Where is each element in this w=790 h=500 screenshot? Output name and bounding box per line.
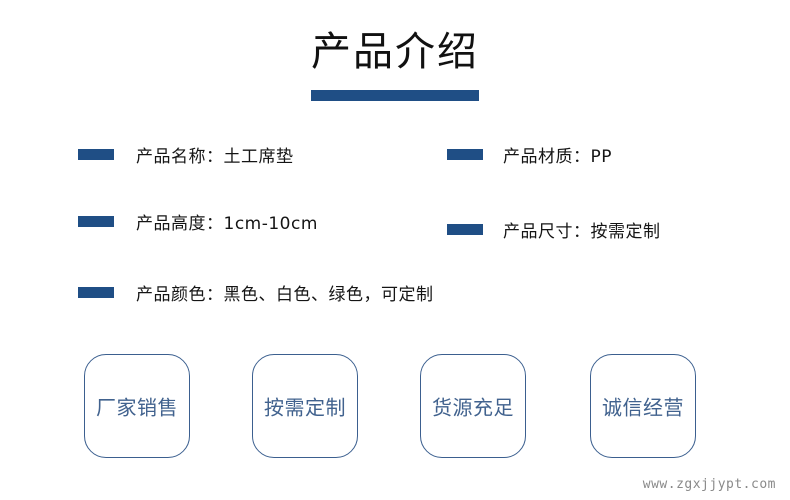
dash-marker-icon [447, 149, 483, 160]
feature-badge-custom-on-demand: 按需定制 [252, 354, 358, 458]
dash-marker-icon [447, 224, 483, 235]
spec-label-product-name: 产品名称：土工席垫 [136, 147, 294, 167]
spec-label-product-material: 产品材质：PP [503, 147, 613, 167]
title-underline-bar [311, 90, 479, 101]
spec-row-product-color: 产品颜色：黑色、白色、绿色，可定制 [78, 280, 434, 305]
dash-marker-icon [78, 216, 114, 227]
spec-label-product-size: 产品尺寸：按需定制 [503, 222, 661, 242]
spec-label-product-height: 产品高度：1cm-10cm [136, 214, 318, 234]
feature-badge-honest-business: 诚信经营 [590, 354, 696, 458]
dash-marker-icon [78, 287, 114, 298]
feature-badge-label: 按需定制 [264, 395, 346, 420]
feature-badge-label: 厂家销售 [96, 395, 178, 420]
dash-marker-icon [78, 149, 114, 160]
spec-row-product-name: 产品名称：土工席垫 [78, 142, 294, 167]
spec-row-product-size: 产品尺寸：按需定制 [447, 217, 661, 242]
feature-badge-label: 诚信经营 [602, 395, 684, 420]
feature-badge-ample-supply: 货源充足 [420, 354, 526, 458]
feature-badge-label: 货源充足 [432, 395, 514, 420]
feature-badge-group: 厂家销售 按需定制 货源充足 诚信经营 [0, 354, 790, 464]
page-title-block: 产品介绍 [0, 32, 790, 101]
spec-label-product-color: 产品颜色：黑色、白色、绿色，可定制 [136, 285, 434, 305]
page-title: 产品介绍 [311, 29, 479, 75]
spec-row-product-material: 产品材质：PP [447, 142, 612, 167]
feature-badge-factory-sales: 厂家销售 [84, 354, 190, 458]
site-watermark: www.zgxjjypt.com [642, 477, 776, 492]
spec-row-product-height: 产品高度：1cm-10cm [78, 209, 318, 234]
